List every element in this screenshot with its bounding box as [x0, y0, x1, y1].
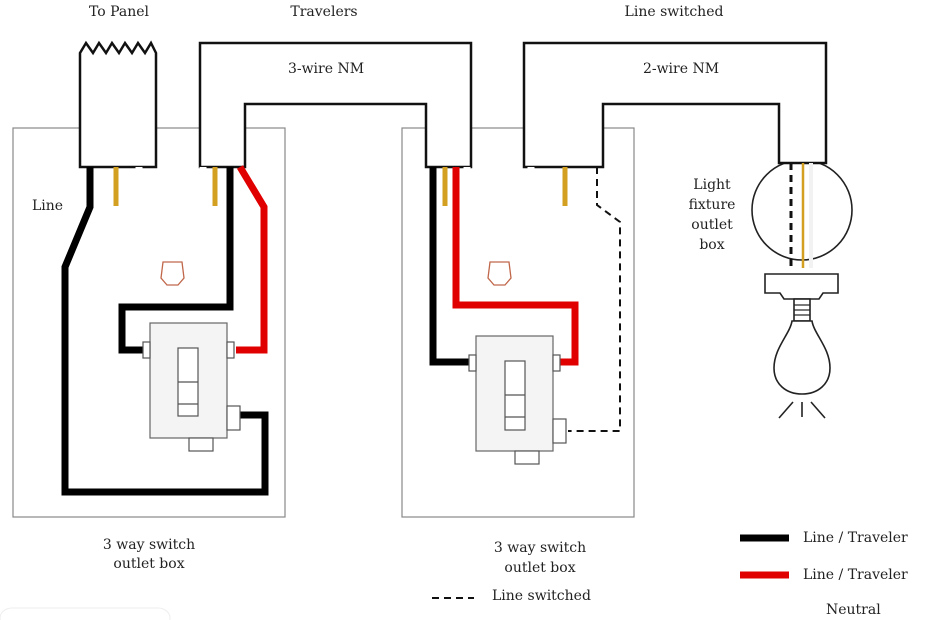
neutral-wire-travelers-box2: [463, 167, 500, 265]
switch-2-bottom-strap: [514, 450, 540, 465]
traveler-red-box1: [236, 165, 268, 354]
box2-label-line1: 3 way switch: [494, 540, 586, 556]
light-fixture-label-line1: Light: [693, 177, 731, 193]
switch-2-terminal-right: [552, 354, 561, 372]
neutral-wire-travelers-box1: [171, 167, 207, 265]
light-bulb-icon: [773, 320, 831, 395]
box1-label-line2: outlet box: [113, 556, 184, 572]
line-label: Line: [32, 198, 63, 214]
two-wire-nm-cable: [522, 41, 828, 169]
legend-dashed-label: Line switched: [492, 588, 591, 604]
three-wire-nm-label: 3-wire NM: [288, 61, 364, 77]
two-wire-nm-label: 2-wire NM: [643, 61, 719, 77]
switch-1-bottom-strap: [188, 437, 214, 452]
switch-1-terminal-left: [142, 341, 151, 359]
lamp-holder: [764, 273, 839, 300]
light-ray-left: [778, 401, 794, 419]
neutral-wire-two-wire-box2: [498, 167, 535, 265]
traveler-black-box1: [118, 167, 234, 354]
box2-label-line2: outlet box: [504, 560, 575, 576]
travelers-label: Travelers: [290, 4, 357, 20]
light-fixture-label-line2: fixture: [689, 197, 736, 213]
line-switched-wire: [568, 167, 621, 432]
light-fixture-label-line3: outlet: [691, 217, 733, 233]
light-ray-right: [810, 401, 826, 419]
wire-nut-box2: [487, 261, 512, 286]
overlay-tab: [0, 607, 171, 620]
traveler-red-box2: [452, 167, 579, 366]
line-wire: [61, 167, 269, 496]
switch-1-terminal-right: [226, 341, 235, 359]
to-panel-label: To Panel: [89, 4, 150, 20]
neutral-wire-panel-box1: [135, 167, 173, 265]
legend-red-label: Line / Traveler: [803, 567, 908, 583]
switch-1-common-terminal: [226, 405, 241, 431]
box1-label-line1: 3 way switch: [103, 537, 195, 553]
switch-2-common-terminal: [552, 418, 567, 444]
switch-2-terminal-left: [468, 354, 477, 372]
traveler-black-box2: [429, 167, 470, 366]
wire-nut-box1: [160, 261, 185, 286]
light-fixture-label-line4: box: [699, 237, 724, 253]
panel-cable: [78, 40, 158, 169]
line-switched-top-label: Line switched: [625, 4, 724, 20]
switch-box-1: [12, 127, 286, 518]
legend-white-label: Neutral: [826, 602, 881, 618]
switch-box-2: [401, 127, 635, 518]
legend-black-label: Line / Traveler: [803, 530, 908, 546]
